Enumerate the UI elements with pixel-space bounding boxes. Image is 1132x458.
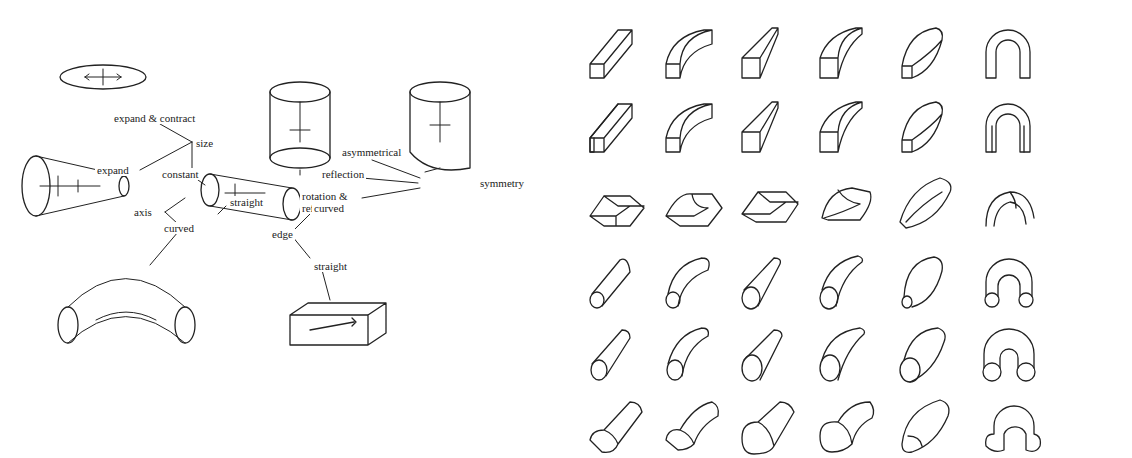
label-text: expand & contract <box>112 112 206 124</box>
label-text: straight <box>312 260 349 272</box>
label-text: expand <box>95 164 131 176</box>
label-text: curved <box>162 222 196 234</box>
label-text: size <box>194 137 215 149</box>
label-text: curved <box>312 202 346 214</box>
label-text: straight <box>228 196 265 208</box>
label-text: symmetry <box>478 177 526 189</box>
label-text: asymmetrical <box>340 146 403 158</box>
label-text: axis <box>132 206 154 218</box>
label-text: edge <box>270 228 295 240</box>
label-text: constant <box>160 168 201 180</box>
label-text: reflection <box>320 168 366 180</box>
